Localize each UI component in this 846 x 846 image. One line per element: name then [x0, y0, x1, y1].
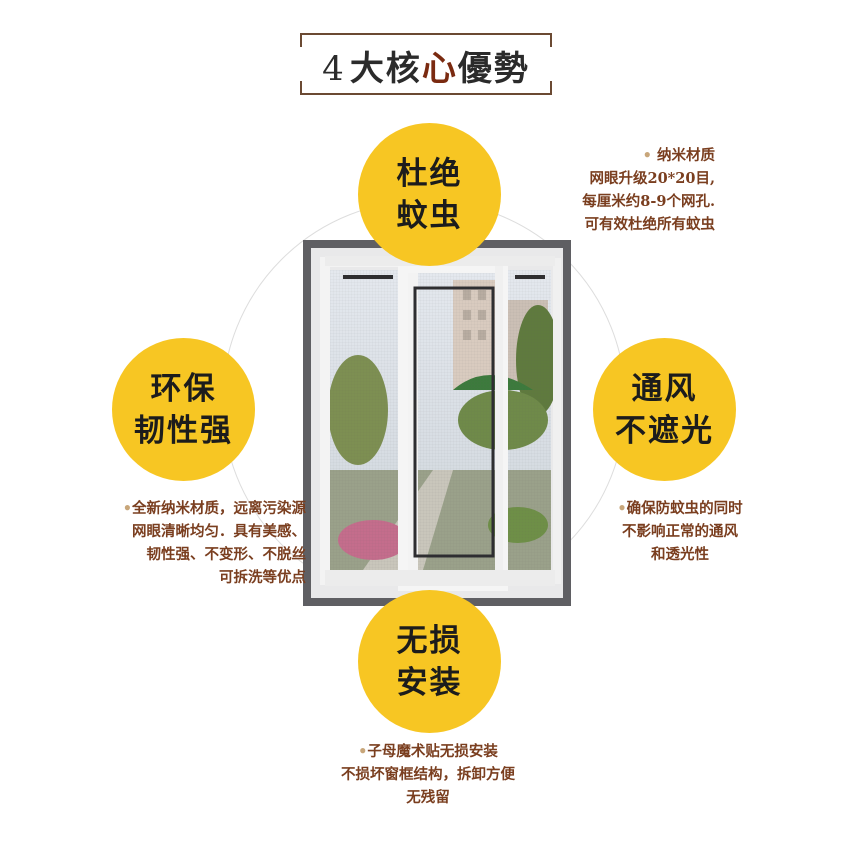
feature-circle-install: 无损 安装: [358, 590, 501, 733]
right-desc-2: 不影响正常的通风: [622, 523, 738, 540]
feature-top-line1: 杜绝: [396, 155, 463, 192]
feature-right-line2: 不遮光: [615, 412, 714, 449]
top-desc-1: 纳米材质: [657, 147, 715, 164]
feature-circle-eco: 环保 韧性强: [112, 338, 255, 481]
left-desc-3: 韧性强、不变形、不脱丝: [146, 546, 307, 563]
feature-bottom-description: •子母魔术贴无损安装 不损坏窗框结构，拆卸方便 无残留: [323, 740, 533, 809]
title-end: 優勢: [457, 49, 530, 89]
feature-circle-ventilation: 通风 不遮光: [593, 338, 736, 481]
feature-right-description: •确保防蚊虫的同时 不影响正常的通风 和透光性: [580, 497, 780, 566]
title-mid: 大核: [349, 49, 422, 89]
bottom-desc-2: 不损坏窗框结构，拆卸方便: [341, 766, 515, 783]
bullet-icon: •: [358, 743, 368, 760]
feature-top-description: • 纳米材质 网眼升级20*20目, 每厘米约8-9个网孔. 可有效杜绝所有蚊虫: [582, 144, 715, 236]
feature-bottom-line2: 安装: [396, 664, 463, 701]
feature-bottom-line1: 无损: [396, 622, 463, 659]
top-desc-4: 可有效杜绝所有蚊虫: [584, 216, 716, 233]
screen-frame: [413, 286, 495, 558]
left-desc-1: 全新纳米材质，远离污染源: [132, 500, 306, 517]
feature-left-line2: 韧性强: [134, 412, 233, 449]
right-desc-3: 和透光性: [651, 546, 709, 563]
bottom-desc-1: 子母魔术贴无损安装: [367, 743, 498, 760]
window-illustration: [303, 240, 571, 606]
left-desc-4: 可拆洗等优点: [219, 569, 306, 586]
title-tick-tr: [550, 33, 552, 47]
top-desc-3: 每厘米约8-9个网孔.: [582, 193, 715, 210]
feature-top-line2: 蚊虫: [396, 197, 463, 234]
top-desc-2: 网眼升级20*20目,: [589, 170, 716, 187]
bottom-desc-3: 无残留: [406, 789, 450, 806]
title-tick-bl: [300, 81, 302, 95]
title-top-line: [300, 33, 552, 35]
bullet-icon: •: [122, 500, 132, 517]
title-tick-tl: [300, 33, 302, 47]
feature-circle-insect-proof: 杜绝 蚊虫: [358, 123, 501, 266]
feature-left-description: •全新纳米材质，远离污染源 网眼清晰均匀．具有美感、 韧性强、不变形、不脱丝 可…: [123, 497, 306, 589]
left-desc-2: 网眼清晰均匀．具有美感、: [132, 523, 306, 540]
feature-right-line1: 通风: [631, 370, 698, 407]
title-bottom-line: [300, 93, 552, 95]
title-tick-br: [550, 81, 552, 95]
right-desc-1: 确保防蚊虫的同时: [626, 500, 743, 517]
bullet-icon: •: [642, 147, 652, 164]
title-number: 4: [322, 49, 346, 89]
bullet-icon: •: [617, 500, 627, 517]
title-accent: 心: [421, 49, 458, 89]
feature-left-line1: 环保: [150, 370, 217, 407]
